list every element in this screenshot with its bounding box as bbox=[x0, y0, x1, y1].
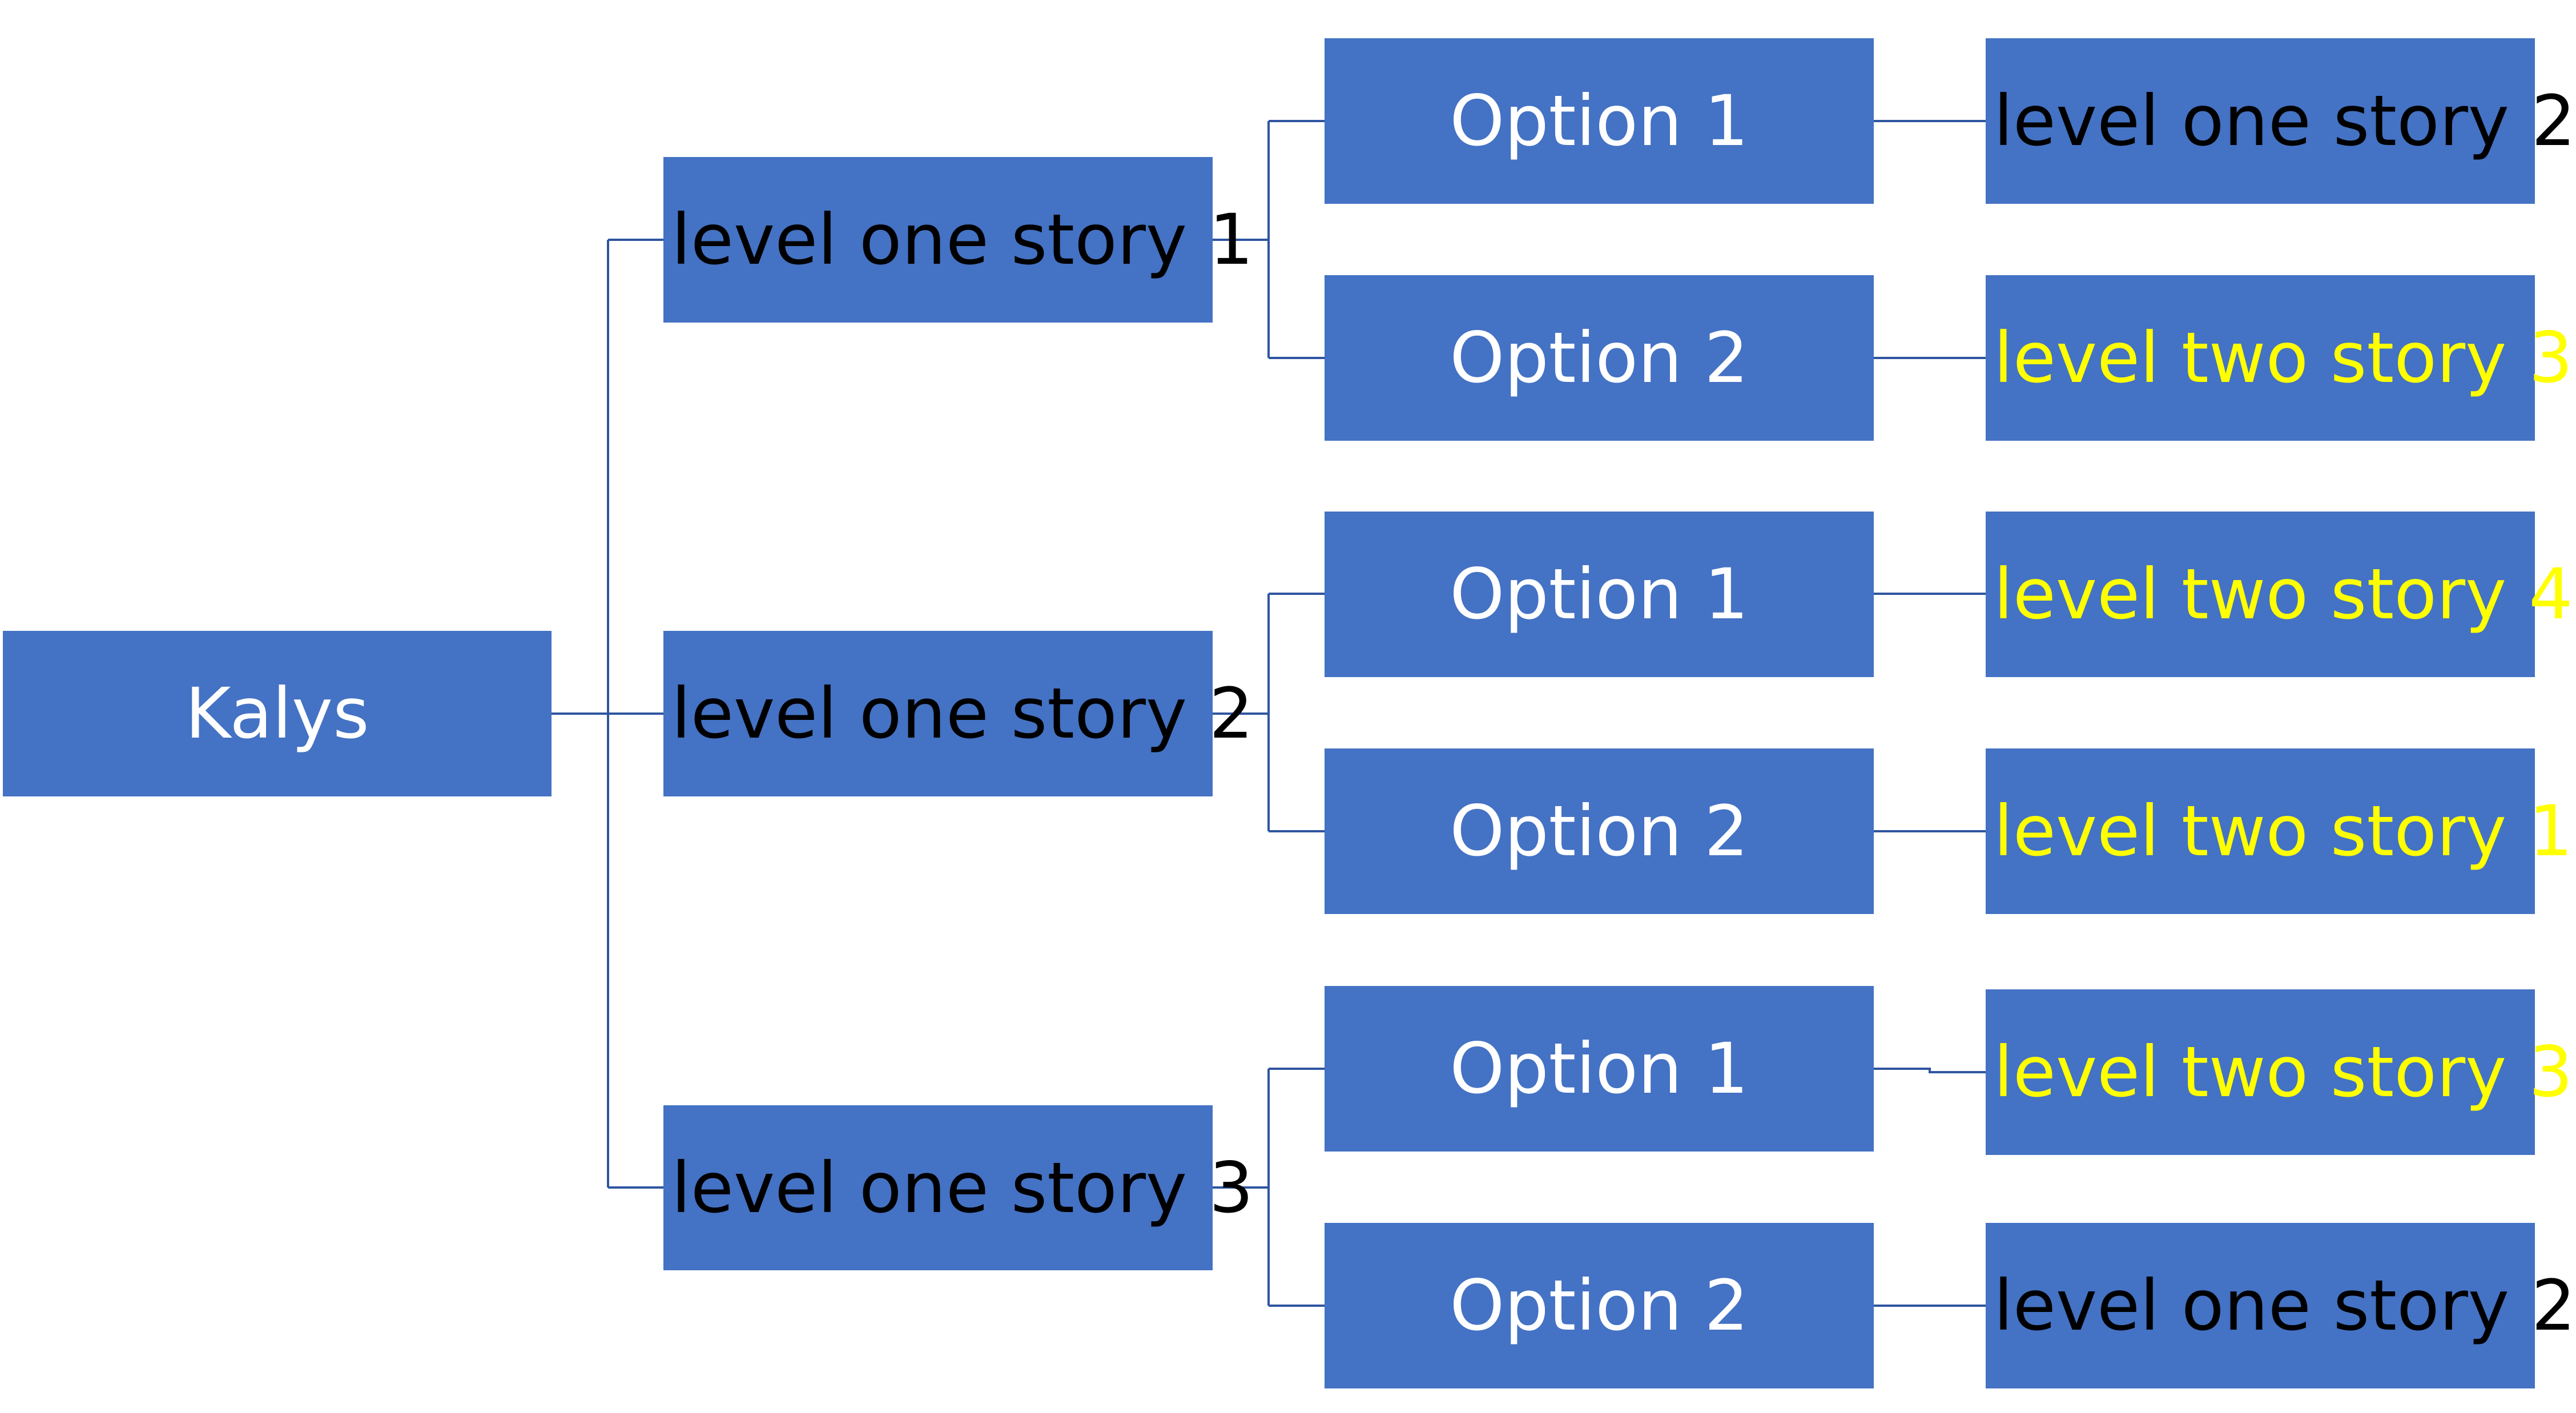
target-node-5: level two story 3 bbox=[1986, 989, 2573, 1155]
level-one-node-1: level one story 1 bbox=[663, 157, 1254, 323]
target-node-1: level one story 2 bbox=[1986, 38, 2576, 204]
level-one-node-2: level one story 2 bbox=[663, 631, 1254, 796]
option-node-2-2: Option 2 bbox=[1325, 748, 1874, 914]
option-node-3-1: Option 1 bbox=[1325, 986, 1874, 1152]
option-node-1-2: Option 2 bbox=[1325, 275, 1874, 441]
target-node-4: level two story 1 bbox=[1986, 748, 2573, 914]
connector-opt-target-5 bbox=[1874, 1068, 1986, 1073]
target-node-6: level one story 2 bbox=[1986, 1223, 2576, 1388]
root-node-kalys: Kalys bbox=[3, 631, 552, 796]
option-node-2-1: Option 1 bbox=[1325, 512, 1874, 677]
level-one-node-3: level one story 3 bbox=[663, 1105, 1254, 1270]
option-node-1-1: Option 1 bbox=[1325, 38, 1874, 204]
option-node-3-2: Option 2 bbox=[1325, 1223, 1874, 1388]
target-node-3: level two story 4 bbox=[1986, 512, 2573, 677]
target-node-2: level two story 3 bbox=[1986, 275, 2573, 441]
